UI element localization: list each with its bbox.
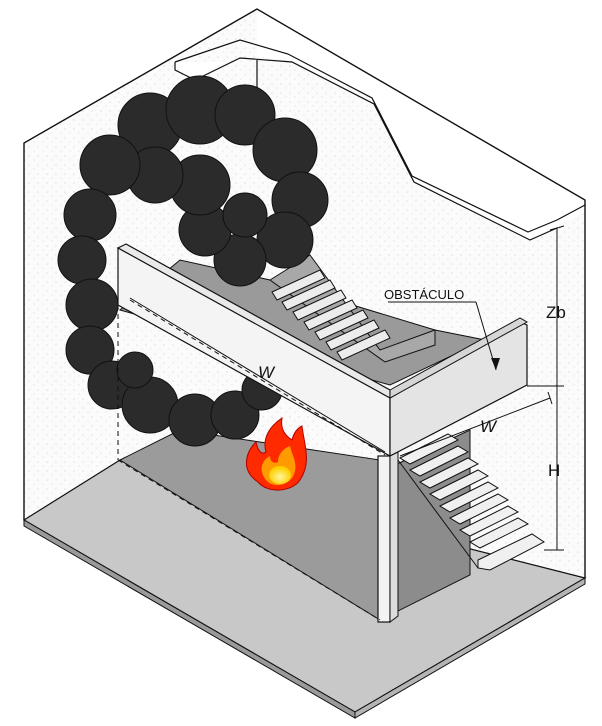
obstacle-label: OBSTÁCULO [384, 287, 464, 302]
height-label: H [548, 461, 560, 480]
floor-right-edge [354, 577, 586, 719]
dashed-guides [117, 299, 386, 621]
ceiling-step-edge-lower [174, 57, 558, 241]
mezzanine-beam [116, 243, 529, 458]
ceiling-step-edge [174, 39, 586, 233]
landing-width-label: W [480, 417, 498, 436]
outer-top-edge [23, 8, 586, 578]
beam-width-label: W [258, 363, 276, 382]
fire-flame-icon [246, 416, 307, 491]
lower-stair [397, 433, 545, 571]
dimension-lines [129, 225, 565, 551]
support-column [377, 451, 399, 623]
upper-stair [271, 269, 391, 361]
smoke-depth-label: Zb [546, 303, 566, 322]
smoke-plume [57, 75, 329, 447]
